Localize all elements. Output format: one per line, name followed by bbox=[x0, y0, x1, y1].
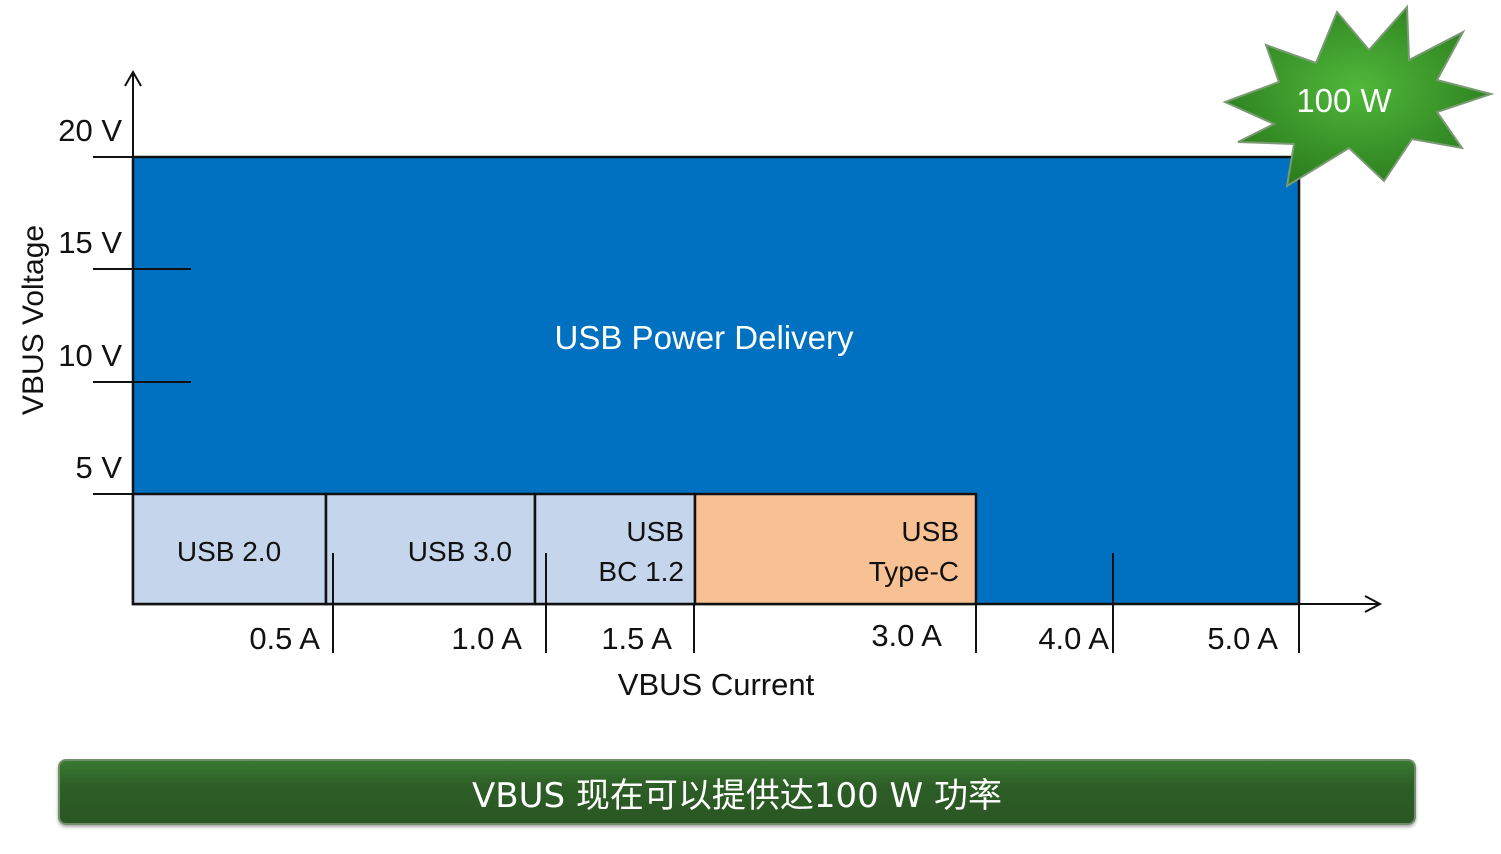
usb3-label: USB 3.0 bbox=[408, 536, 512, 567]
usb2-region bbox=[131, 492, 328, 606]
x-tick-label: 0.5 A bbox=[249, 621, 320, 656]
x-axis-label: VBUS Current bbox=[618, 667, 815, 702]
usb3-region bbox=[324, 492, 537, 606]
badge-label: 100 W bbox=[1296, 82, 1392, 119]
y-tick-label: 20 V bbox=[58, 113, 122, 148]
x-tick-label: 1.0 A bbox=[451, 621, 522, 656]
x-tick-label: 5.0 A bbox=[1207, 621, 1278, 656]
bc12-region bbox=[533, 492, 697, 606]
banner-text: VBUS 现在可以提供达100 W 功率 bbox=[472, 775, 1002, 816]
y-axis-label: VBUS Voltage bbox=[17, 225, 50, 415]
x-tick-label: 4.0 A bbox=[1038, 621, 1109, 656]
y-tick-label: 15 V bbox=[58, 225, 122, 260]
bc12-label-line2: BC 1.2 bbox=[598, 556, 684, 587]
x-tick-label: 1.5 A bbox=[601, 621, 672, 656]
x-tick-label: 3.0 A bbox=[871, 618, 942, 653]
usb2-label: USB 2.0 bbox=[177, 536, 281, 567]
power-delivery-label: USB Power Delivery bbox=[555, 319, 854, 356]
typec-label-line1: USB bbox=[901, 516, 959, 547]
bc12-label-line1: USB bbox=[626, 516, 684, 547]
x-axis-arrow bbox=[1364, 595, 1383, 613]
y-axis-arrow bbox=[124, 69, 142, 87]
summary-banner: VBUS 现在可以提供达100 W 功率 bbox=[58, 759, 1416, 825]
y-tick-label: 5 V bbox=[75, 450, 122, 485]
typec-region bbox=[693, 492, 978, 606]
star-badge-icon bbox=[1222, 4, 1495, 188]
typec-label-line2: Type-C bbox=[869, 556, 959, 587]
y-tick-label: 10 V bbox=[58, 338, 122, 373]
